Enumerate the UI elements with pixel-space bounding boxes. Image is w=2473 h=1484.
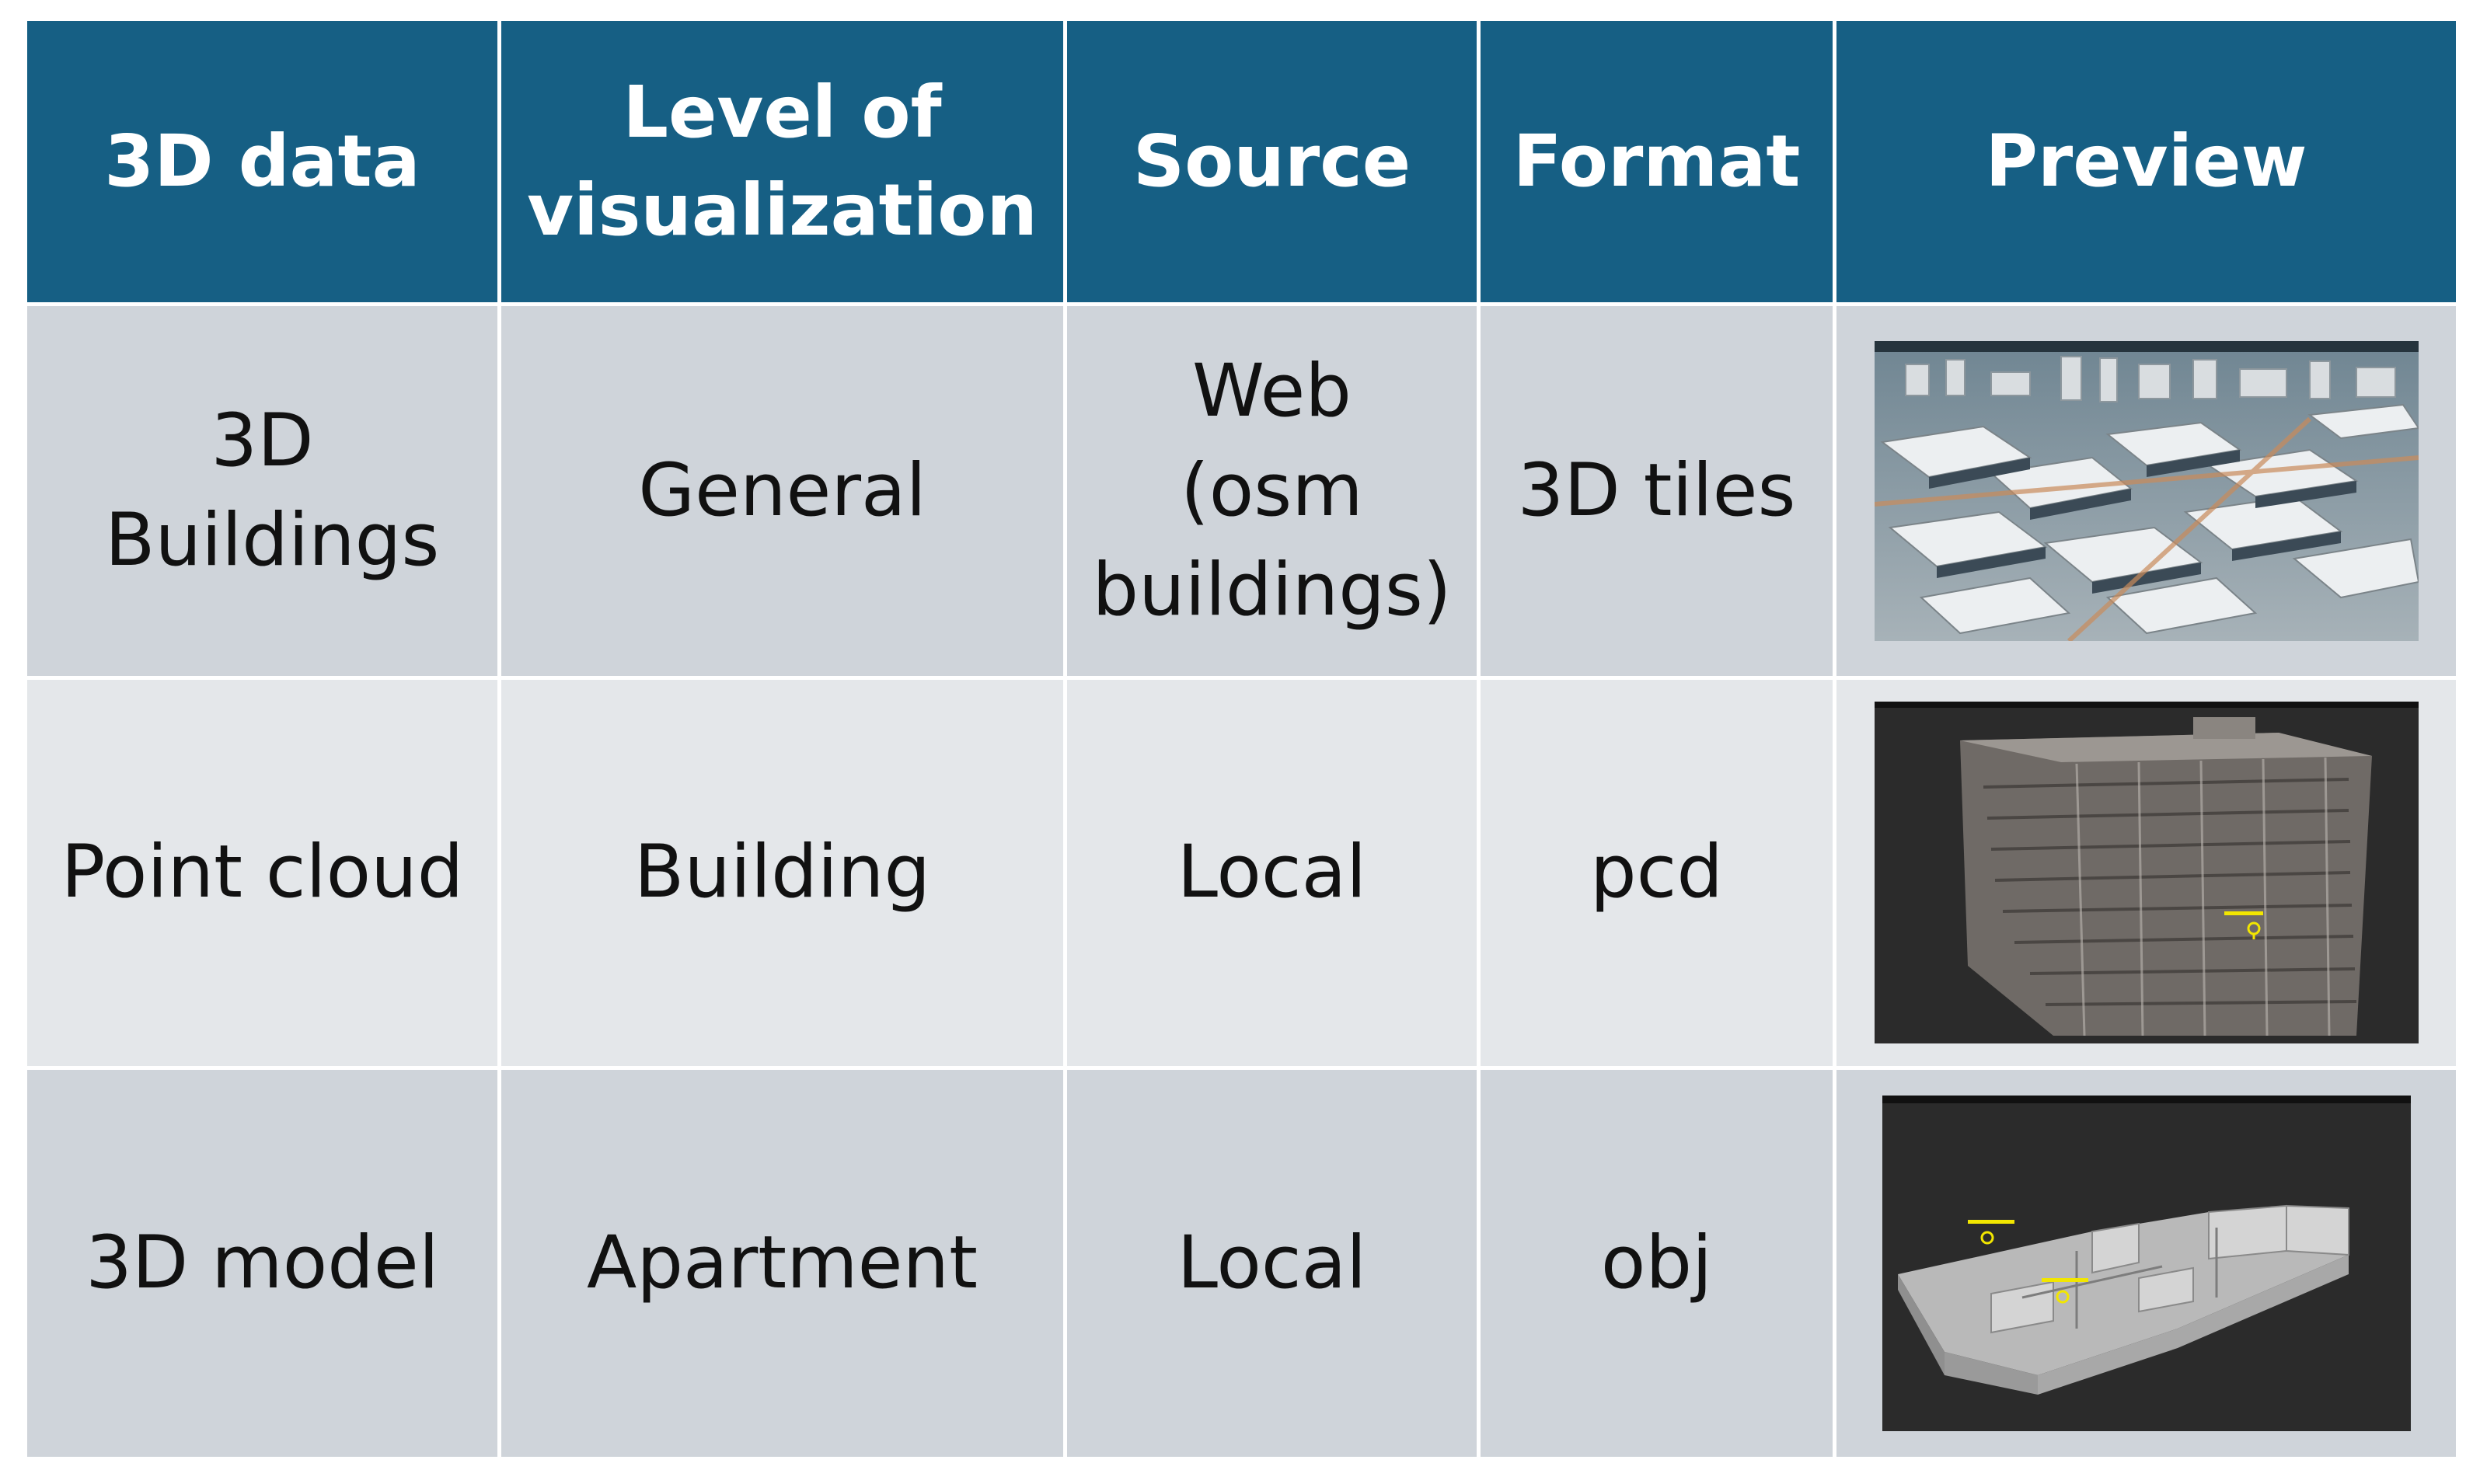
cell-preview [1833, 1065, 2460, 1461]
cell-source: Web (osm buildings) [1063, 301, 1481, 681]
cell-format: obj [1477, 1065, 1836, 1461]
data-table-container: 3D data Level of visualization Source Fo… [23, 17, 2460, 1461]
table-row: 3D model Apartment Local obj [23, 1065, 2460, 1461]
cell-3d-data: Point cloud [23, 676, 501, 1070]
header-source: Source [1063, 17, 1481, 306]
point-cloud-building-image [1874, 702, 2419, 1044]
header-format: Format [1477, 17, 1836, 306]
table-row: 3D Buildings General Web (osm buildings)… [23, 301, 2460, 681]
cell-level: Building [497, 676, 1067, 1070]
data-table: 3D data Level of visualization Source Fo… [23, 17, 2460, 1461]
cell-3d-data: 3D Buildings [23, 301, 501, 681]
cell-format: pcd [1477, 676, 1836, 1070]
cell-format: 3D tiles [1477, 301, 1836, 681]
cell-preview [1833, 301, 2460, 681]
header-3d-data: 3D data [23, 17, 501, 306]
apartment-model-image [1882, 1095, 2411, 1431]
header-preview: Preview [1833, 17, 2460, 306]
cell-preview [1833, 676, 2460, 1070]
header-level-of-visualization: Level of visualization [497, 17, 1067, 306]
table-row: Point cloud Building Local pcd [23, 676, 2460, 1070]
cell-level: General [497, 301, 1067, 681]
cell-3d-data: 3D model [23, 1065, 501, 1461]
header-row: 3D data Level of visualization Source Fo… [23, 17, 2460, 306]
city-3d-tiles-image [1874, 341, 2419, 642]
cell-source: Local [1063, 1065, 1481, 1461]
cell-source: Local [1063, 676, 1481, 1070]
cell-level: Apartment [497, 1065, 1067, 1461]
